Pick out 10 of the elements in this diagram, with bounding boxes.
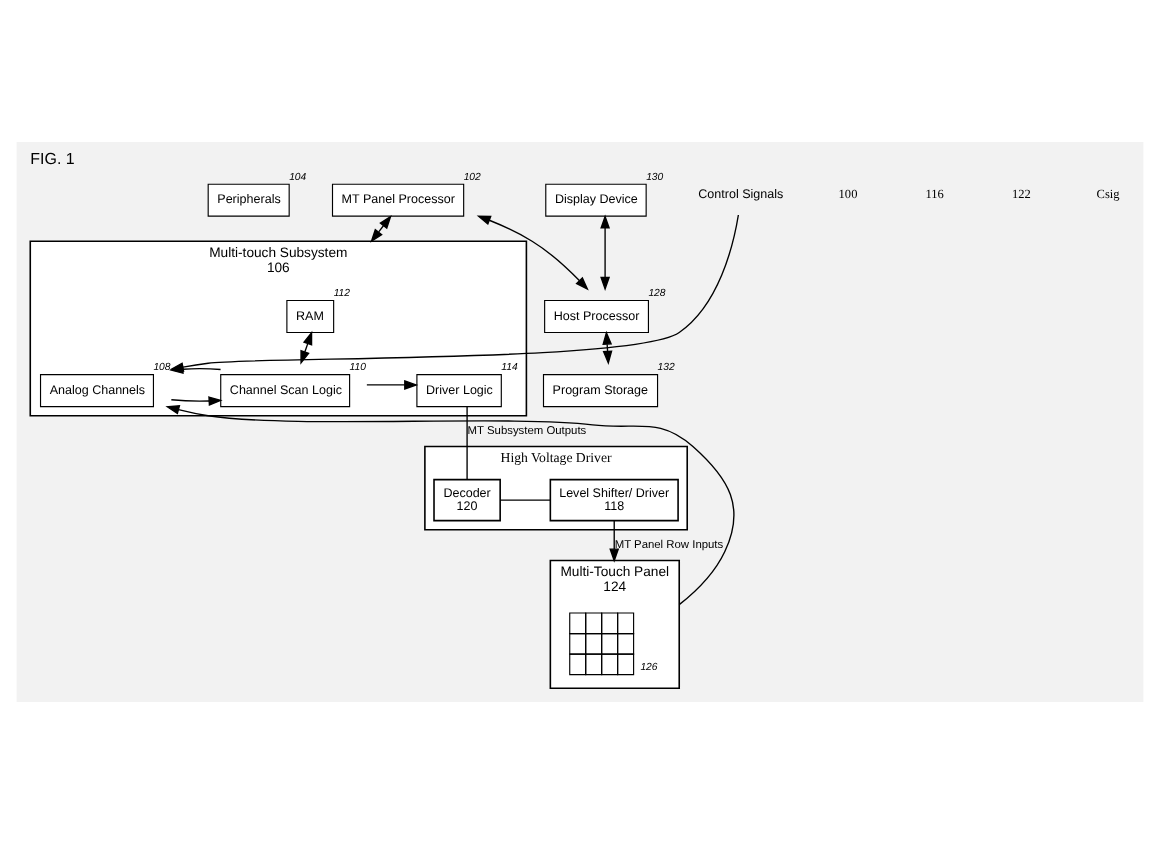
arrow bbox=[366, 378, 419, 389]
arrow bbox=[609, 519, 620, 562]
arrow bbox=[170, 395, 223, 405]
arrow bbox=[169, 213, 740, 371]
arrow bbox=[165, 404, 735, 605]
arrow bbox=[476, 214, 589, 290]
arrow bbox=[600, 213, 611, 290]
connector bbox=[499, 498, 551, 500]
arrow bbox=[370, 213, 392, 242]
connector bbox=[466, 405, 468, 480]
